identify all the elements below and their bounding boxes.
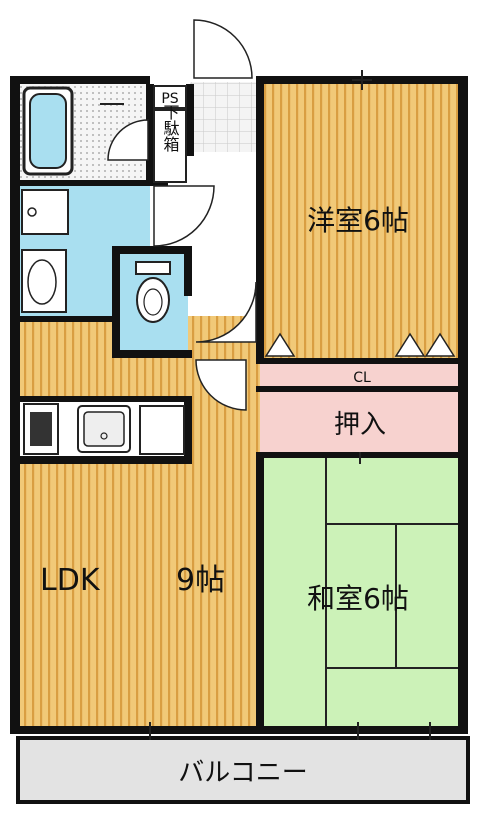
washing-machine — [21, 189, 69, 235]
balcony-label: バルコニー — [178, 758, 307, 788]
window-marks — [149, 70, 431, 740]
ldk-label: LDK — [40, 563, 101, 598]
entrance-floor — [190, 82, 260, 152]
bathtub — [22, 86, 74, 176]
tatami-mats — [325, 456, 460, 728]
closet-label: CL — [353, 370, 371, 386]
western-room-floor — [260, 82, 460, 360]
entrance-door-arc — [193, 19, 253, 79]
western-door-arc — [195, 281, 257, 343]
closet-doors — [264, 332, 456, 357]
western-room-label: 洋室6帖 — [307, 204, 409, 237]
fridge-space — [139, 405, 185, 455]
washer-drain — [27, 207, 37, 217]
ldk-door-arc — [195, 359, 247, 411]
washroom-door-arc — [153, 185, 215, 247]
ldk-size-label: 9帖 — [176, 563, 225, 598]
balcony-frame — [16, 736, 470, 804]
balcony-floor — [18, 738, 468, 802]
closet-floor — [260, 360, 460, 386]
stove-burners — [30, 412, 52, 446]
japanese-room-floor — [260, 456, 460, 728]
ps-box — [153, 85, 187, 109]
shoebox-label: 下駄箱 — [161, 104, 180, 152]
ps-label: PS — [161, 91, 178, 107]
oshiire-label: 押入 — [334, 410, 386, 440]
shoebox — [153, 109, 187, 183]
sink-basin — [83, 411, 125, 447]
bathroom-door-arc — [107, 119, 149, 161]
japanese-room-label: 和室6帖 — [307, 582, 409, 615]
basin-bowl — [27, 259, 57, 305]
sink-drain — [100, 432, 108, 440]
oshiire-floor — [260, 392, 460, 454]
toilet — [135, 261, 171, 323]
